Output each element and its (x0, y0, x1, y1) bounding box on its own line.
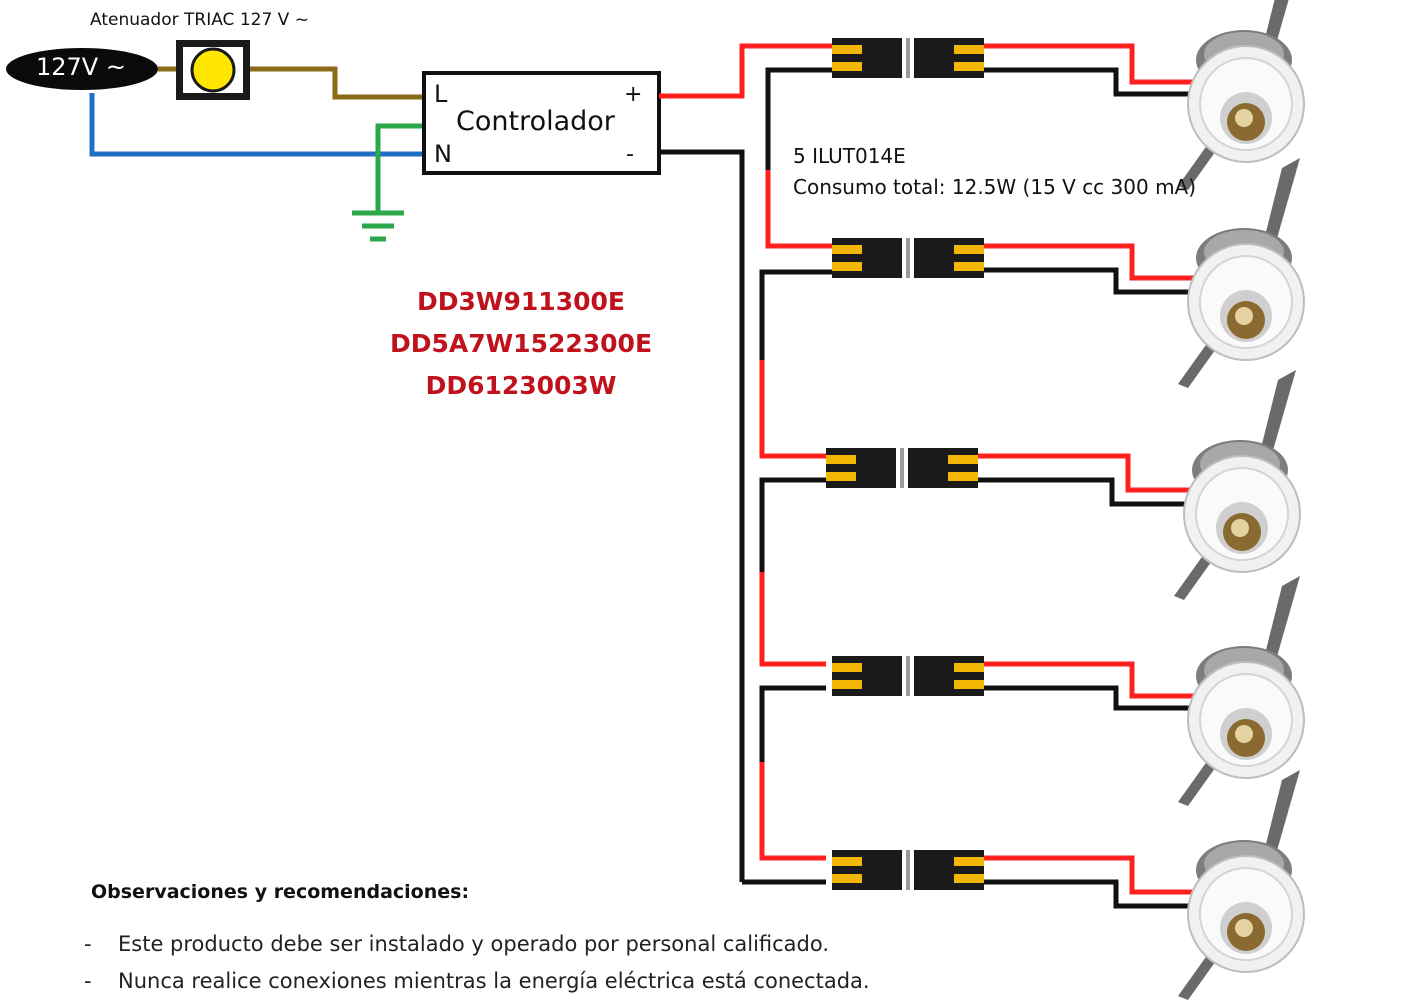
controller-terminal-minus: - (626, 142, 634, 167)
controller-title: Controlador (456, 106, 615, 137)
note-item: - Nunca realice conexiones mientras la en… (84, 969, 870, 993)
luminaire-icon-2 (1177, 157, 1305, 389)
controller-terminal-n: N (434, 140, 452, 168)
model-code: DD3W911300E (417, 287, 625, 316)
controller-terminal-l: L (434, 80, 448, 108)
luminaire-icon-3 (1173, 369, 1301, 601)
connector-pair-3 (826, 448, 978, 488)
daisy-chain-bus (742, 67, 832, 885)
note-bullet: - (84, 932, 92, 956)
ground-icon (352, 123, 424, 242)
connector-pair-5 (832, 850, 984, 890)
note-bullet: - (84, 969, 92, 993)
luminaire-icon-4 (1177, 575, 1305, 807)
connector-pair-4 (832, 656, 984, 696)
dimmer-icon (176, 40, 250, 100)
luminaire-icon-5 (1177, 769, 1305, 1001)
neutral-wire (89, 93, 424, 157)
model-code: DD6123003W (425, 371, 617, 400)
connector-pair-1 (832, 38, 984, 78)
live-wire (158, 66, 424, 100)
notes-heading: Observaciones y recomendaciones: (91, 881, 470, 903)
model-code: DD5A7W1522300E (389, 329, 653, 358)
note-item: - Este producto debe ser instalado y oper… (84, 932, 829, 956)
luminaire-icon-1 (1177, 0, 1305, 191)
controller-terminal-plus: + (624, 82, 643, 107)
luminaire-leads (978, 43, 1200, 909)
connector-pair-2 (832, 238, 984, 278)
source-label: 127V ~ (36, 53, 126, 81)
negative-wire (659, 149, 745, 882)
note-text: Este producto debe ser instalado y opera… (118, 932, 830, 956)
note-text: Nunca realice conexiones mientras la ene… (118, 969, 870, 993)
positive-wire (659, 43, 832, 99)
luminaire-count-label: 5 ILUT014E (793, 144, 906, 168)
dimmer-label: Atenuador TRIAC 127 V ~ (90, 10, 309, 30)
source-oval (6, 48, 158, 90)
luminaire-consumption-label: Consumo total: 12.5W (15 V cc 300 mA) (793, 175, 1197, 199)
controller-box (422, 71, 661, 175)
